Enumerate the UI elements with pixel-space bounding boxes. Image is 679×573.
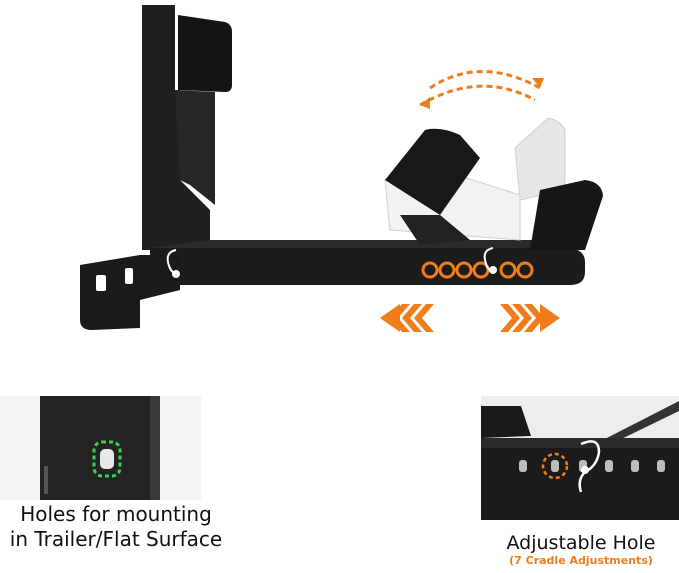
- adjustable-caption-subtitle: (7 Cradle Adjustments): [509, 554, 653, 567]
- cradle-front: [385, 128, 480, 215]
- upright-post: [142, 5, 210, 250]
- adjustable-hole-closeup: [481, 396, 679, 520]
- adjustable-caption-title: Adjustable Hole: [506, 532, 656, 554]
- upright-pad: [178, 15, 232, 92]
- wheel-chock-illustration: [80, 5, 603, 332]
- mounting-hole-closeup: [0, 396, 201, 500]
- right-arrows-icon: [500, 304, 560, 332]
- mounting-caption: Holes for mounting in Trailer/Flat Surfa…: [0, 502, 232, 552]
- mounting-bracket: [80, 255, 180, 330]
- cradle-ghost: [514, 117, 566, 201]
- cradle-back: [530, 180, 603, 250]
- rotate-arrow-icon: [419, 70, 541, 107]
- left-arrows-icon: [380, 304, 434, 332]
- mounting-caption-line1: Holes for mounting: [20, 502, 212, 526]
- adjustment-holes: [421, 261, 534, 279]
- mounting-caption-line2: in Trailer/Flat Surface: [9, 527, 223, 551]
